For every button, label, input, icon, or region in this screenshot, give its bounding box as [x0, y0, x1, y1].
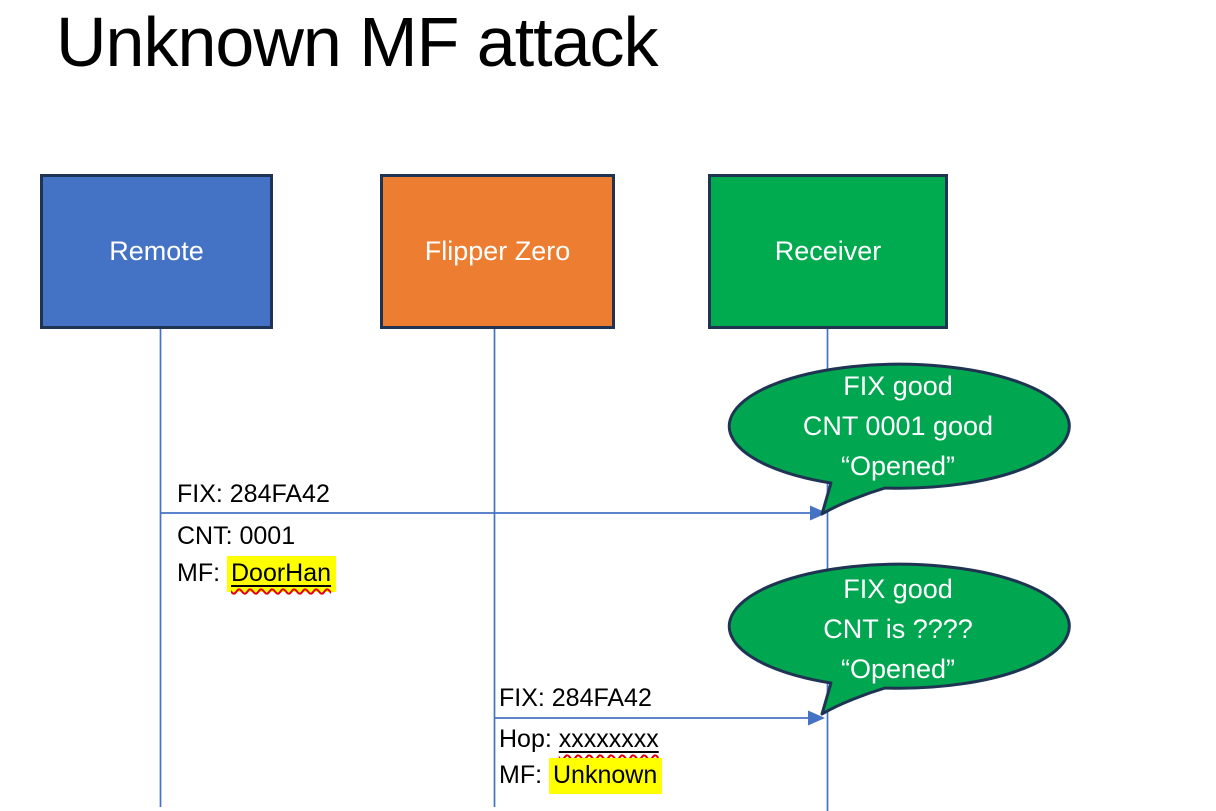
message1-mf-prefix: MF: — [177, 559, 227, 587]
message2-arrowhead-icon — [808, 710, 825, 726]
message2-fix-label: FIX: 284FA42 — [499, 684, 652, 712]
bubble2-line1: FIX good — [843, 574, 953, 604]
speech-bubble-1 — [727, 362, 1071, 516]
message1-mf-label: MF: DoorHan — [177, 556, 337, 592]
actor-box-flipper-zero: Flipper Zero — [380, 174, 615, 329]
message1-mf-value: DoorHan — [231, 559, 332, 587]
speech-bubble-2 — [727, 562, 1071, 716]
bubble1-line2: CNT 0001 good — [802, 411, 994, 441]
actor-box-receiver: Receiver — [708, 174, 948, 329]
message2-mf-prefix: MF: — [499, 761, 549, 789]
speech-bubble-1-text: FIX good CNT 0001 good “Opened” — [742, 366, 1054, 486]
speech-bubble-2-shape — [727, 562, 1071, 716]
message2-hop-value-underline: xxxxxxxx — [559, 725, 659, 753]
message2-hop-value: xxxxxxxx — [558, 725, 659, 753]
slide-title: Unknown MF attack — [56, 3, 659, 81]
message1-mf-value-highlight: DoorHan — [227, 556, 337, 592]
bubble1-line3: “Opened” — [840, 451, 956, 481]
message2-mf-value: Unknown — [549, 758, 663, 794]
bubble1-line1: FIX good — [843, 371, 953, 401]
actor-label-remote: Remote — [109, 236, 204, 266]
speech-bubble-1-shape — [727, 362, 1071, 516]
message2-hop-prefix: Hop: — [499, 725, 559, 753]
message1-fix-label: FIX: 284FA42 — [177, 480, 330, 508]
actor-label-receiver: Receiver — [774, 236, 882, 266]
message2-hop-label: Hop: xxxxxxxx — [499, 722, 659, 756]
message1-cnt-label: CNT: 0001 — [177, 522, 296, 550]
bubble2-line2: CNT is ???? — [823, 614, 973, 644]
speech-bubble-2-text: FIX good CNT is ???? “Opened” — [742, 569, 1054, 689]
message2-mf-label: MF: Unknown — [499, 758, 663, 794]
bubble2-line3: “Opened” — [840, 654, 956, 684]
actor-box-remote: Remote — [40, 174, 273, 329]
actor-label-flipper-zero: Flipper Zero — [424, 236, 571, 266]
message1-arrowhead-icon — [810, 505, 827, 521]
